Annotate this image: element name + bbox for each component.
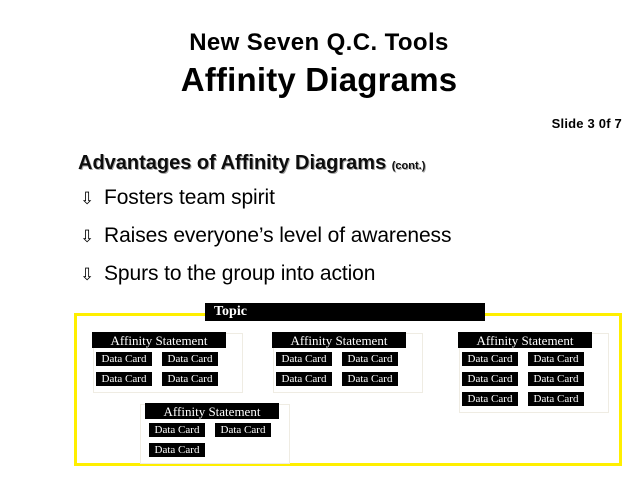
section-heading-text: Advantages of Affinity Diagrams [78,152,387,174]
list-item: ⇩ Fosters team spirit [80,186,600,224]
affinity-statement-label: Affinity Statement [163,403,261,419]
affinity-diagram: Affinity Statement Data Card Data Card D… [74,313,622,466]
data-card: Data Card [149,423,205,437]
data-card: Data Card [528,372,584,386]
data-card-label: Data Card [281,352,327,365]
affinity-statement-box: Affinity Statement [92,332,226,348]
list-item-label: Raises everyone’s level of awareness [104,224,452,247]
data-card-label: Data Card [533,372,579,385]
data-card: Data Card [96,372,152,386]
slide-title-secondary: Affinity Diagrams [180,61,458,98]
affinity-statement-box: Affinity Statement [272,332,406,348]
data-card-label: Data Card [467,352,513,365]
down-arrow-icon: ⇩ [80,265,95,285]
data-card-label: Data Card [347,352,393,365]
data-card: Data Card [149,443,205,457]
list-item: ⇩ Raises everyone’s level of awareness [80,224,600,262]
affinity-group: Affinity Statement Data Card Data Card D… [458,332,609,413]
down-arrow-icon: ⇩ [80,189,95,209]
data-card: Data Card [276,372,332,386]
data-card: Data Card [528,352,584,366]
data-card-label: Data Card [467,372,513,385]
data-card-label: Data Card [347,372,393,385]
down-arrow-icon: ⇩ [80,227,95,247]
list-item-label: Spurs to the group into action [104,262,376,285]
slide-counter: Slide 3 0f 7 [551,116,622,131]
affinity-statement-label: Affinity Statement [290,332,388,348]
data-card-label: Data Card [220,423,266,436]
affinity-statement-label: Affinity Statement [110,332,208,348]
data-card: Data Card [162,352,218,366]
affinity-statement-box: Affinity Statement [145,403,279,419]
affinity-group: Affinity Statement Data Card Data Card D… [92,332,243,393]
data-card: Data Card [462,372,518,386]
list-item-label: Fosters team spirit [104,186,275,209]
data-card-label: Data Card [533,352,579,365]
data-card-label: Data Card [154,423,200,436]
data-card: Data Card [342,372,398,386]
affinity-group: Affinity Statement Data Card Data Card D… [140,403,290,464]
affinity-group: Affinity Statement Data Card Data Card D… [272,332,423,393]
advantages-bullet-list: ⇩ Fosters team spirit ⇩ Raises everyone’… [80,186,600,300]
topic-bar: Topic [205,303,485,321]
data-card-label: Data Card [167,372,213,385]
data-card: Data Card [528,392,584,406]
topic-label: Topic [214,304,247,319]
data-card-label: Data Card [533,392,579,405]
data-card: Data Card [462,352,518,366]
affinity-statement-box: Affinity Statement [458,332,592,348]
data-card: Data Card [276,352,332,366]
slide-title-primary: New Seven Q.C. Tools [189,29,449,56]
data-card: Data Card [462,392,518,406]
list-item: ⇩ Spurs to the group into action [80,262,600,300]
data-card: Data Card [342,352,398,366]
data-card-label: Data Card [467,392,513,405]
data-card-label: Data Card [101,352,147,365]
data-card-label: Data Card [281,372,327,385]
data-card-label: Data Card [101,372,147,385]
section-heading: Advantages of Affinity Diagrams (cont.) [78,152,425,175]
data-card: Data Card [215,423,271,437]
data-card-label: Data Card [154,443,200,456]
data-card: Data Card [96,352,152,366]
data-card: Data Card [162,372,218,386]
affinity-statement-label: Affinity Statement [476,332,574,348]
data-card-label: Data Card [167,352,213,365]
section-heading-continuation: (cont.) [391,160,426,172]
